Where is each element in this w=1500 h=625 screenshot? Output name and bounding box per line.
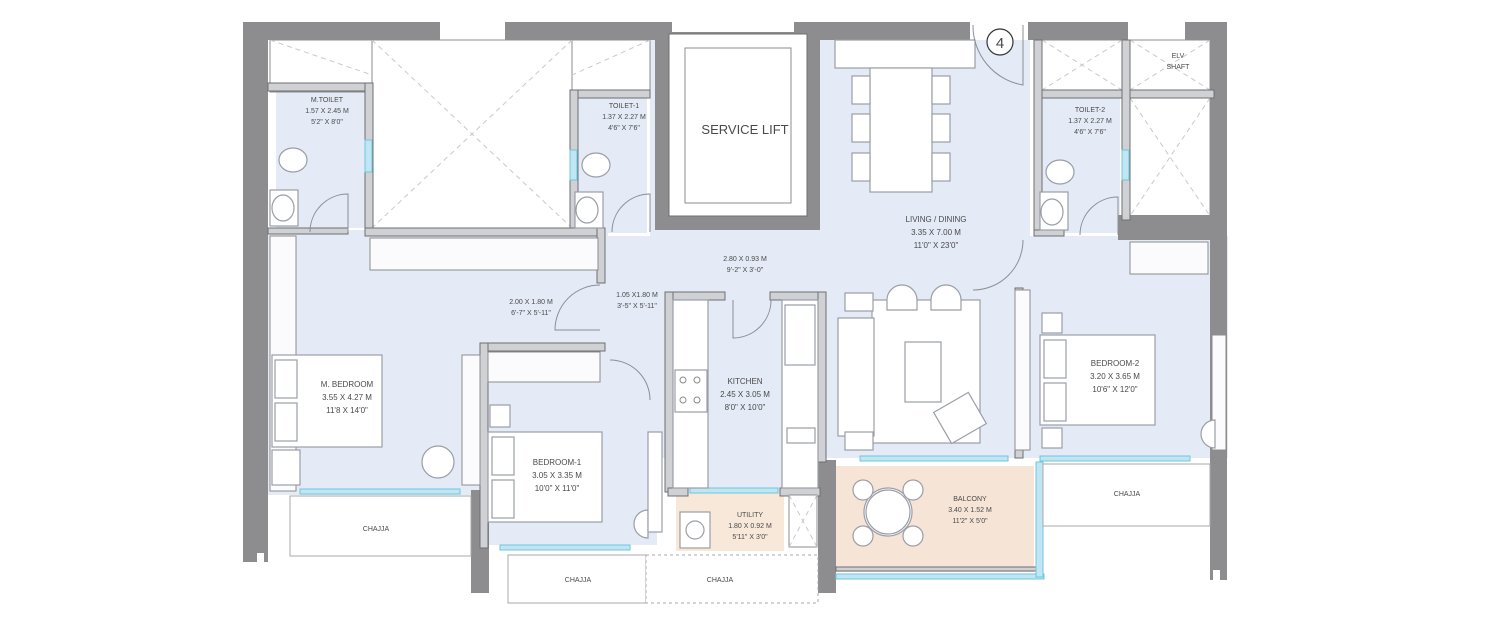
furniture bbox=[269, 39, 1216, 549]
living-dining-metric: 3.35 X 7.00 M bbox=[911, 228, 961, 237]
balcony-name: BALCONY bbox=[953, 496, 987, 503]
unit-number-marker: 4 bbox=[986, 28, 1014, 56]
m-toilet-metric: 1.57 X 2.45 M bbox=[305, 108, 349, 115]
m-toilet-imperial: 5'2" X 8'0" bbox=[311, 119, 343, 126]
bedroom-2-imperial: 10'6" X 12'0" bbox=[1092, 385, 1137, 394]
bedroom-1-imperial: 10'0" X 11'0" bbox=[535, 484, 580, 493]
toilet-1-metric: 1.37 X 2.27 M bbox=[602, 114, 646, 121]
utility-metric: 1.80 X 0.92 M bbox=[728, 523, 772, 530]
toilet-2-metric: 1.37 X 2.27 M bbox=[1068, 118, 1112, 125]
bedroom-1-metric: 3.05 X 3.35 M bbox=[532, 471, 582, 480]
chajja-label: CHAJJA bbox=[707, 577, 734, 584]
room-labels: M.TOILET 1.57 X 2.45 M 5'2" X 8'0" TOILE… bbox=[305, 53, 1190, 584]
svg-text:4: 4 bbox=[996, 35, 1004, 52]
kitchen-metric: 2.45 X 3.05 M bbox=[720, 390, 770, 399]
toilet-1-imperial: 4'6" X 7'6" bbox=[608, 125, 640, 132]
door-swings bbox=[309, 24, 1119, 401]
m-bedroom-metric: 3.55 X 4.27 M bbox=[322, 393, 372, 402]
passage-3-metric: 1.05 X1.80 M bbox=[616, 292, 658, 299]
kitchen-name: KITCHEN bbox=[727, 377, 762, 386]
passage-1-imperial: 9'-2" X 3'-0" bbox=[727, 267, 764, 274]
m-toilet-name: M.TOILET bbox=[311, 97, 344, 104]
bedroom-2-metric: 3.20 X 3.65 M bbox=[1090, 372, 1140, 381]
m-bedroom-imperial: 11'8 X 14'0" bbox=[326, 406, 368, 415]
service-lift bbox=[655, 22, 820, 230]
bedroom-1-name: BEDROOM-1 bbox=[533, 458, 582, 467]
chajja-areas bbox=[289, 463, 1211, 604]
living-dining-imperial: 11'0" X 23'0" bbox=[914, 241, 959, 250]
elv-shaft-line2: SHAFT bbox=[1167, 64, 1191, 71]
shafts bbox=[269, 39, 1211, 229]
toilet-2-name: TOILET-2 bbox=[1075, 107, 1105, 114]
passage-1-metric: 2.80 X 0.93 M bbox=[723, 256, 767, 263]
chajja-label: CHAJJA bbox=[363, 526, 390, 533]
kitchen-imperial: 8'0" X 10'0" bbox=[725, 403, 766, 412]
toilet-1-name: TOILET-1 bbox=[609, 103, 639, 110]
service-lift-label: SERVICE LIFT bbox=[701, 122, 788, 137]
balcony-metric: 3.40 X 1.52 M bbox=[948, 507, 992, 514]
chajja-label: CHAJJA bbox=[1114, 491, 1141, 498]
chajja-label: CHAJJA bbox=[565, 577, 592, 584]
utility-name: UTILITY bbox=[737, 512, 763, 519]
balcony-imperial: 11'2" X 5'0" bbox=[952, 518, 988, 525]
passage-3-imperial: 3'-5" X 5'-11" bbox=[617, 303, 657, 310]
elv-shaft-line1: ELV bbox=[1172, 53, 1185, 60]
living-dining-name: LIVING / DINING bbox=[906, 215, 967, 224]
m-bedroom-name: M. BEDROOM bbox=[321, 380, 374, 389]
bedroom-2-name: BEDROOM-2 bbox=[1091, 359, 1140, 368]
passage-2-metric: 2.00 X 1.80 M bbox=[509, 299, 553, 306]
utility-imperial: 5'11" X 3'0" bbox=[732, 534, 768, 541]
toilet-2-imperial: 4'6" X 7'6" bbox=[1074, 129, 1106, 136]
windows bbox=[299, 139, 1191, 580]
passage-2-imperial: 6'-7" X 5'-11" bbox=[511, 310, 551, 317]
